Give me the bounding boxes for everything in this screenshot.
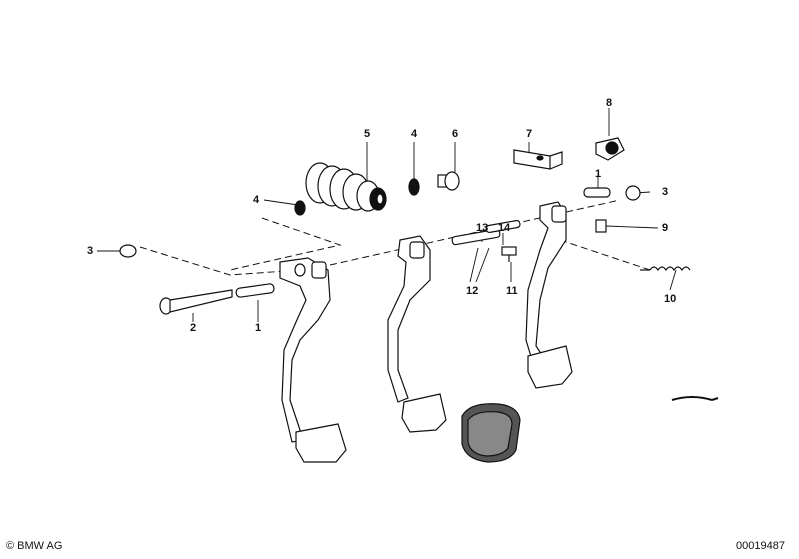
callout-8: 8 [606, 97, 613, 109]
pedal-right [525, 201, 573, 389]
assembly-axis-lines [139, 199, 651, 276]
callout-7: 7 [526, 128, 533, 140]
callout-6: 6 [452, 128, 459, 140]
callout-3: 3 [87, 245, 94, 257]
callout-4: 4 [253, 194, 260, 206]
pedal-left [279, 257, 347, 463]
nut-right [625, 185, 641, 201]
bolt-2 [159, 289, 233, 315]
clip-9 [595, 219, 607, 233]
callout-4: 4 [411, 128, 418, 140]
bolt-11 [501, 246, 517, 262]
bolt-6 [437, 171, 460, 191]
callout-12: 12 [466, 285, 479, 297]
clip-8 [595, 137, 625, 161]
spring-10 [640, 266, 691, 272]
leader-lines [97, 108, 677, 322]
callout-3: 3 [662, 186, 669, 198]
nut-left [294, 200, 306, 216]
shaft-13-14 [451, 219, 521, 246]
spring-assembly [305, 162, 387, 212]
callout-5: 5 [364, 128, 371, 140]
pedal-rubber-pad [461, 403, 521, 463]
callout-11: 11 [506, 285, 518, 297]
sleeve-right [583, 187, 611, 198]
sleeve-left [235, 283, 275, 298]
callout-1: 1 [255, 322, 262, 334]
copyright-notice: © BMW AG [6, 540, 63, 552]
pedal-middle [387, 235, 447, 433]
callout-10: 10 [664, 293, 677, 305]
callout-9: 9 [662, 222, 669, 234]
callout-13: 13 [476, 222, 489, 234]
nut-upper [408, 178, 420, 196]
callout-14: 14 [498, 222, 511, 234]
cropped-mark [671, 396, 719, 401]
block-7 [513, 149, 563, 170]
callout-1: 1 [595, 168, 602, 180]
nut-far-left [119, 244, 137, 258]
image-number: 00019487 [736, 540, 785, 552]
callout-2: 2 [190, 322, 197, 334]
